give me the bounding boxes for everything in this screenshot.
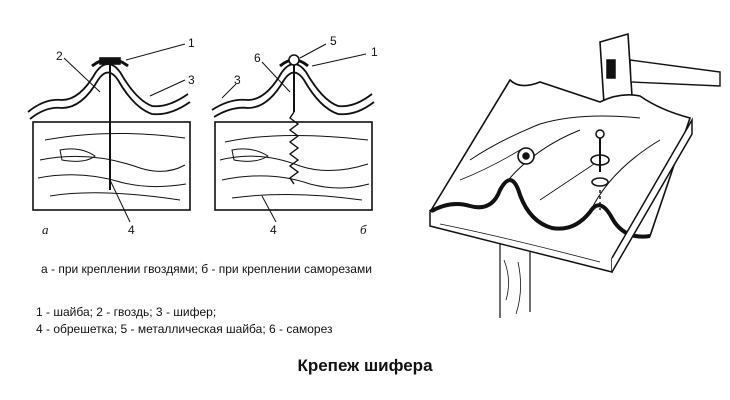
label-b-4: 4	[270, 223, 277, 237]
diagram-a-letter: а	[42, 222, 49, 237]
label-a-3: 3	[188, 73, 195, 87]
label-b-3: 3	[234, 73, 241, 87]
caption-methods: а - при креплении гвоздями; б - при креп…	[41, 262, 372, 276]
diagram-b-letter: б	[360, 222, 367, 237]
batten-board-b	[214, 121, 373, 211]
page-title: Крепеж шифера	[297, 356, 433, 375]
label-a-2: 2	[56, 49, 63, 63]
legend-line-2: 4 - обрешетка; 5 - металлическая шайба; …	[36, 322, 333, 336]
slate-sheet	[429, 78, 692, 238]
screw-head-b	[288, 54, 300, 66]
label-b-1: 1	[371, 45, 378, 59]
diagram-b	[211, 43, 375, 223]
label-a-4: 4	[128, 223, 135, 237]
label-a-1: 1	[188, 36, 195, 50]
label-b-5: 5	[330, 34, 337, 48]
legend-line-1: 1 - шайба; 2 - гвоздь; 3 - шифер;	[36, 305, 217, 319]
perspective-drawing	[428, 32, 721, 318]
batten-board-a	[32, 121, 191, 211]
label-b-6: 6	[254, 51, 261, 65]
hammer-icon	[599, 32, 721, 106]
washer-bottom	[591, 177, 609, 187]
diagram-a	[27, 43, 191, 223]
